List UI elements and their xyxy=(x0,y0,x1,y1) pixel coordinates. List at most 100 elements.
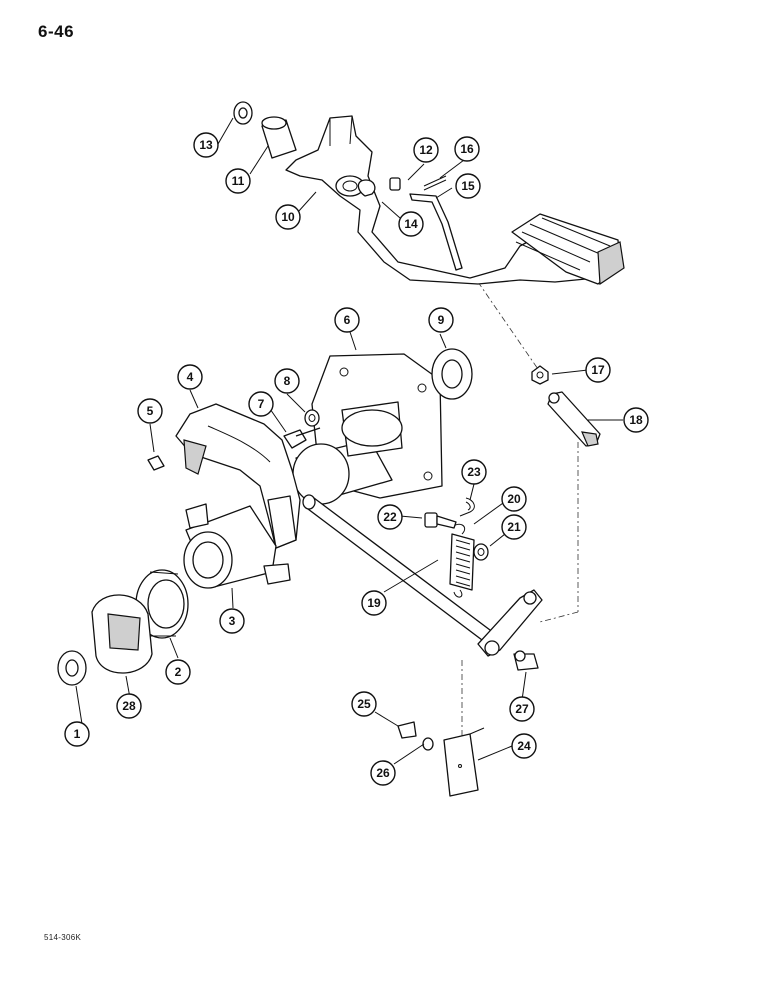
callout-circle xyxy=(509,696,535,722)
callout-circle xyxy=(413,137,439,163)
callout-label: 28 xyxy=(122,699,136,713)
callout-label: 21 xyxy=(507,520,521,534)
callout-21: 21 xyxy=(501,514,527,540)
callout-13: 13 xyxy=(193,132,219,158)
callout-circle xyxy=(455,173,481,199)
release-sleeve xyxy=(183,503,291,589)
callout-label: 4 xyxy=(187,370,194,384)
callout-circle xyxy=(351,691,377,717)
callout-circle xyxy=(501,514,527,540)
callout-4: 4 xyxy=(177,364,203,390)
callout-circle xyxy=(454,136,480,162)
callout-label: 11 xyxy=(232,174,245,188)
callout-10: 10 xyxy=(275,204,301,230)
callout-18: 18 xyxy=(623,407,649,433)
callout-label: 27 xyxy=(515,702,529,716)
callout-label: 17 xyxy=(591,363,605,377)
shaft-lever xyxy=(477,589,543,657)
callout-label: 12 xyxy=(419,143,433,157)
callout-label: 24 xyxy=(517,739,531,753)
spring-washer xyxy=(473,543,489,561)
callout-label: 6 xyxy=(344,313,351,327)
alignment-lines xyxy=(461,281,579,738)
callout-label: 9 xyxy=(438,313,445,327)
callout-label: 15 xyxy=(461,179,475,193)
callout-15: 15 xyxy=(455,173,481,199)
callout-label: 25 xyxy=(357,697,371,711)
roll-pin xyxy=(147,455,165,471)
callout-label: 18 xyxy=(629,413,643,427)
callout-17: 17 xyxy=(585,357,611,383)
callout-circle xyxy=(248,391,274,417)
figure-code: 514-306K xyxy=(44,933,82,942)
bearing-clip xyxy=(91,594,153,674)
callout-circle xyxy=(511,733,537,759)
callout-circle xyxy=(116,693,142,719)
cotter-pin xyxy=(459,497,475,517)
thrust-washer xyxy=(233,101,253,125)
callout-label: 14 xyxy=(404,217,418,231)
plate-washer xyxy=(422,737,434,751)
callout-27: 27 xyxy=(509,696,535,722)
callout-circle xyxy=(64,721,90,747)
callout-label: 8 xyxy=(284,374,291,388)
callout-circle xyxy=(334,307,360,333)
callout-23: 23 xyxy=(461,459,487,485)
pedal-rod xyxy=(409,193,463,271)
callout-label: 23 xyxy=(467,465,481,479)
callout-label: 7 xyxy=(258,397,265,411)
callout-24: 24 xyxy=(511,733,537,759)
callout-label: 1 xyxy=(74,727,81,741)
pedal-pin xyxy=(389,177,401,191)
callout-circle xyxy=(585,357,611,383)
callout-11: 11 xyxy=(225,168,251,194)
guard-plate xyxy=(443,727,485,797)
callout-5: 5 xyxy=(137,398,163,424)
callout-circle xyxy=(398,211,424,237)
callout-8: 8 xyxy=(274,368,300,394)
callout-circle xyxy=(219,608,245,634)
split-pin xyxy=(423,175,447,191)
callout-group: 1234567891011121314151617181920212223242… xyxy=(64,132,649,786)
callout-16: 16 xyxy=(454,136,480,162)
release-bearing xyxy=(135,569,189,639)
clutch-pedal xyxy=(285,115,625,286)
pedal-bushing xyxy=(261,116,297,159)
callout-28: 28 xyxy=(116,693,142,719)
callout-2: 2 xyxy=(165,659,191,685)
callout-22: 22 xyxy=(377,504,403,530)
callout-circle xyxy=(370,760,396,786)
fork-washer xyxy=(304,409,320,427)
locknut xyxy=(531,365,549,385)
callout-circle xyxy=(623,407,649,433)
callout-circle xyxy=(177,364,203,390)
callout-circle xyxy=(461,459,487,485)
callout-circle xyxy=(377,504,403,530)
callout-label: 2 xyxy=(175,665,182,679)
callout-20: 20 xyxy=(501,486,527,512)
callout-26: 26 xyxy=(370,760,396,786)
callout-label: 16 xyxy=(460,142,474,156)
callout-1: 1 xyxy=(64,721,90,747)
return-spring xyxy=(449,523,475,598)
callout-12: 12 xyxy=(413,137,439,163)
callout-circle xyxy=(501,486,527,512)
pilot-bushing xyxy=(57,650,87,686)
callout-label: 19 xyxy=(367,596,381,610)
bearing-retainer xyxy=(292,353,443,505)
callout-circle xyxy=(361,590,387,616)
fork-bolt xyxy=(283,427,321,449)
callout-label: 22 xyxy=(383,510,397,524)
callout-circle xyxy=(225,168,251,194)
oil-seal xyxy=(431,348,473,400)
callout-label: 3 xyxy=(229,614,236,628)
grease-fitting xyxy=(513,650,539,671)
clevis xyxy=(547,391,601,447)
callout-label: 5 xyxy=(147,404,154,418)
callout-6: 6 xyxy=(334,307,360,333)
clevis-pin xyxy=(424,512,457,529)
callout-label: 26 xyxy=(376,766,390,780)
plate-bolt xyxy=(397,721,417,739)
pedal-spring-clip xyxy=(357,179,376,197)
